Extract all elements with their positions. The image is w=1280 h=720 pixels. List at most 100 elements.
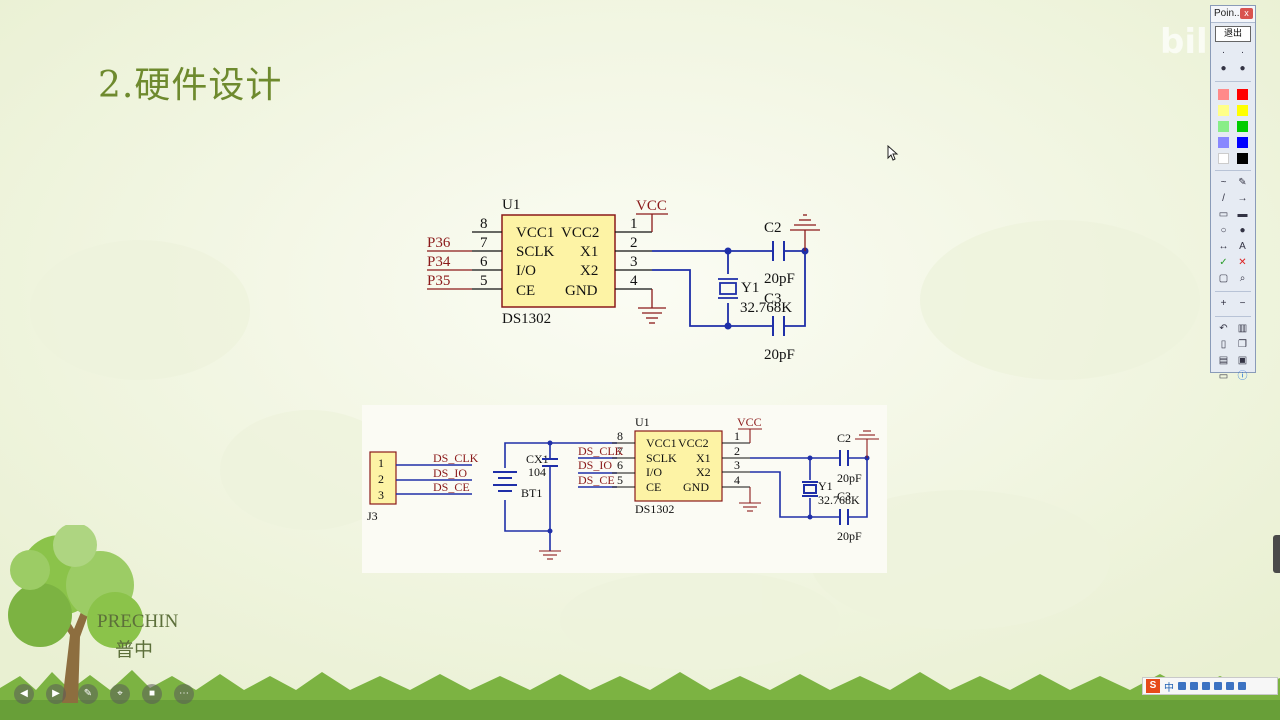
net-ds-clk-u1: DS_CLK: [578, 444, 624, 458]
b-pin-num-4: 4: [734, 473, 740, 487]
c2-value: 20pF: [764, 271, 795, 287]
slide-title: 2.硬件设计: [98, 65, 283, 106]
b-pin-label-vcc2: VCC2: [678, 436, 709, 450]
medium-dot-icon[interactable]: ●: [1220, 63, 1227, 74]
screen-icon[interactable]: ▭: [1218, 371, 1229, 382]
pointer-toolbar: Poin... x 退出 ·· ●● ~✎ /→ ▭▬ ○● ↔A ✓✕ ▢⌕ …: [1210, 5, 1256, 382]
ime-mode[interactable]: 中: [1164, 682, 1174, 694]
mouse-cursor-icon: [887, 145, 899, 161]
vcc-label: VCC: [636, 198, 667, 214]
punctuation-icon[interactable]: [1190, 682, 1198, 690]
info-icon[interactable]: ⓘ: [1237, 371, 1248, 382]
zoom-icon[interactable]: ⌕: [1239, 273, 1246, 284]
cx1-value: 104: [528, 465, 546, 479]
b-pin-num-8: 8: [617, 429, 623, 443]
color-black[interactable]: [1237, 152, 1248, 164]
bilibili-watermark: bili: [1160, 22, 1220, 62]
pin-label-x1: X1: [580, 244, 598, 260]
pin-num-6: 6: [480, 254, 488, 270]
b-vcc-label: VCC: [737, 415, 762, 429]
color-red[interactable]: [1237, 88, 1248, 100]
b-pin-num-7: 7: [617, 444, 623, 458]
grid-icon[interactable]: [1238, 682, 1246, 690]
c3-label: C3: [764, 291, 782, 307]
y1-label: Y1: [741, 280, 759, 296]
b-pin-label-ce: CE: [646, 480, 661, 494]
schematic-ds1302-battery: 1 2 3 J3 CX1 104 BT1 U1 VCC1 VCC2 SCLK X…: [362, 405, 887, 573]
microphone-icon[interactable]: [1202, 682, 1210, 690]
b-pin-label-x1: X1: [696, 451, 711, 465]
highlighter-icon[interactable]: ✎: [1238, 177, 1247, 188]
next-slide-icon[interactable]: ▶: [46, 684, 66, 704]
b-pin-num-5: 5: [617, 473, 623, 487]
color-blue[interactable]: [1237, 136, 1248, 148]
arrow-icon[interactable]: →: [1237, 193, 1248, 204]
double-arrow-icon[interactable]: ↔: [1218, 241, 1229, 252]
shirt-icon[interactable]: [1226, 682, 1234, 690]
b-pin-num-2: 2: [734, 444, 740, 458]
rectangle-icon[interactable]: ▭: [1218, 209, 1229, 220]
new-page-icon[interactable]: ▯: [1220, 339, 1227, 350]
side-panel-handle[interactable]: [1273, 535, 1280, 573]
pin-num-3: 3: [630, 254, 638, 270]
tiny-dot-icon[interactable]: ·: [1240, 47, 1245, 58]
color-light-blue[interactable]: [1218, 136, 1229, 148]
plus-icon[interactable]: +: [1220, 298, 1227, 309]
color-light-green[interactable]: [1218, 120, 1229, 132]
brand-name-en: PRECHIN: [97, 611, 179, 632]
b-c3-label: C3: [837, 489, 851, 503]
trash-icon[interactable]: ▥: [1237, 323, 1248, 334]
b-pin-label-sclk: SCLK: [646, 451, 677, 465]
pin-label-sclk: SCLK: [516, 244, 555, 260]
u1b-ref: U1: [635, 415, 650, 429]
exit-button[interactable]: 退出: [1215, 26, 1251, 42]
y1-value: 32.768K: [740, 300, 792, 316]
crop-icon[interactable]: ▢: [1218, 273, 1229, 284]
pin-label-ce: CE: [516, 283, 535, 299]
filled-rectangle-icon[interactable]: ▬: [1237, 209, 1248, 220]
camera-icon[interactable]: ■: [142, 684, 162, 704]
net-label-p35: P35: [427, 273, 450, 289]
part-name: DS1302: [502, 311, 551, 327]
b-c2-value: 20pF: [837, 471, 862, 485]
line-icon[interactable]: /: [1222, 193, 1225, 204]
toolbar-title-bar[interactable]: Poin... x: [1211, 6, 1255, 23]
save-icon[interactable]: ▣: [1237, 355, 1248, 366]
text-icon[interactable]: A: [1239, 241, 1246, 252]
zoom-icon[interactable]: ⌖: [110, 684, 130, 704]
pin-label-gnd: GND: [565, 283, 598, 299]
b-pin-num-6: 6: [617, 458, 623, 472]
color-white[interactable]: [1218, 152, 1229, 164]
small-dot-icon[interactable]: ·: [1221, 47, 1226, 58]
close-icon[interactable]: x: [1240, 8, 1253, 19]
cross-icon[interactable]: ✕: [1238, 257, 1247, 268]
pin-num-5: 5: [480, 273, 488, 289]
color-yellow[interactable]: [1237, 104, 1248, 116]
color-light-red[interactable]: [1218, 88, 1229, 100]
minus-icon[interactable]: −: [1239, 298, 1246, 309]
undo-icon[interactable]: ↶: [1219, 323, 1228, 334]
copy-icon[interactable]: ❐: [1238, 339, 1247, 350]
pin-num-8: 8: [480, 216, 488, 232]
ellipse-icon[interactable]: ○: [1220, 225, 1227, 236]
filled-ellipse-icon[interactable]: ●: [1239, 225, 1246, 236]
color-green[interactable]: [1237, 120, 1248, 132]
previous-slide-icon[interactable]: ◀: [14, 684, 34, 704]
large-dot-icon[interactable]: ●: [1239, 63, 1246, 74]
pen-icon[interactable]: ✎: [78, 684, 98, 704]
sogou-logo-icon[interactable]: S: [1146, 679, 1160, 693]
pin-num-7: 7: [480, 235, 488, 251]
ds1302-body: [501, 214, 616, 308]
color-light-yellow[interactable]: [1218, 104, 1229, 116]
keyboard-icon[interactable]: [1214, 682, 1222, 690]
slideshow-controls: ◀ ▶ ✎ ⌖ ■ ⋯: [14, 684, 194, 704]
check-icon[interactable]: ✓: [1219, 257, 1228, 268]
print-icon[interactable]: ▤: [1218, 355, 1229, 366]
connector-j3-body: [369, 451, 397, 505]
brand-name-zh: 普中: [115, 639, 154, 661]
moon-icon[interactable]: [1178, 682, 1186, 690]
pen-tool-icon[interactable]: ~: [1220, 177, 1227, 188]
more-options-icon[interactable]: ⋯: [174, 684, 194, 704]
net-ds-ce-u1: DS_CE: [578, 473, 615, 487]
ime-toolbar[interactable]: S 中: [1142, 677, 1278, 695]
